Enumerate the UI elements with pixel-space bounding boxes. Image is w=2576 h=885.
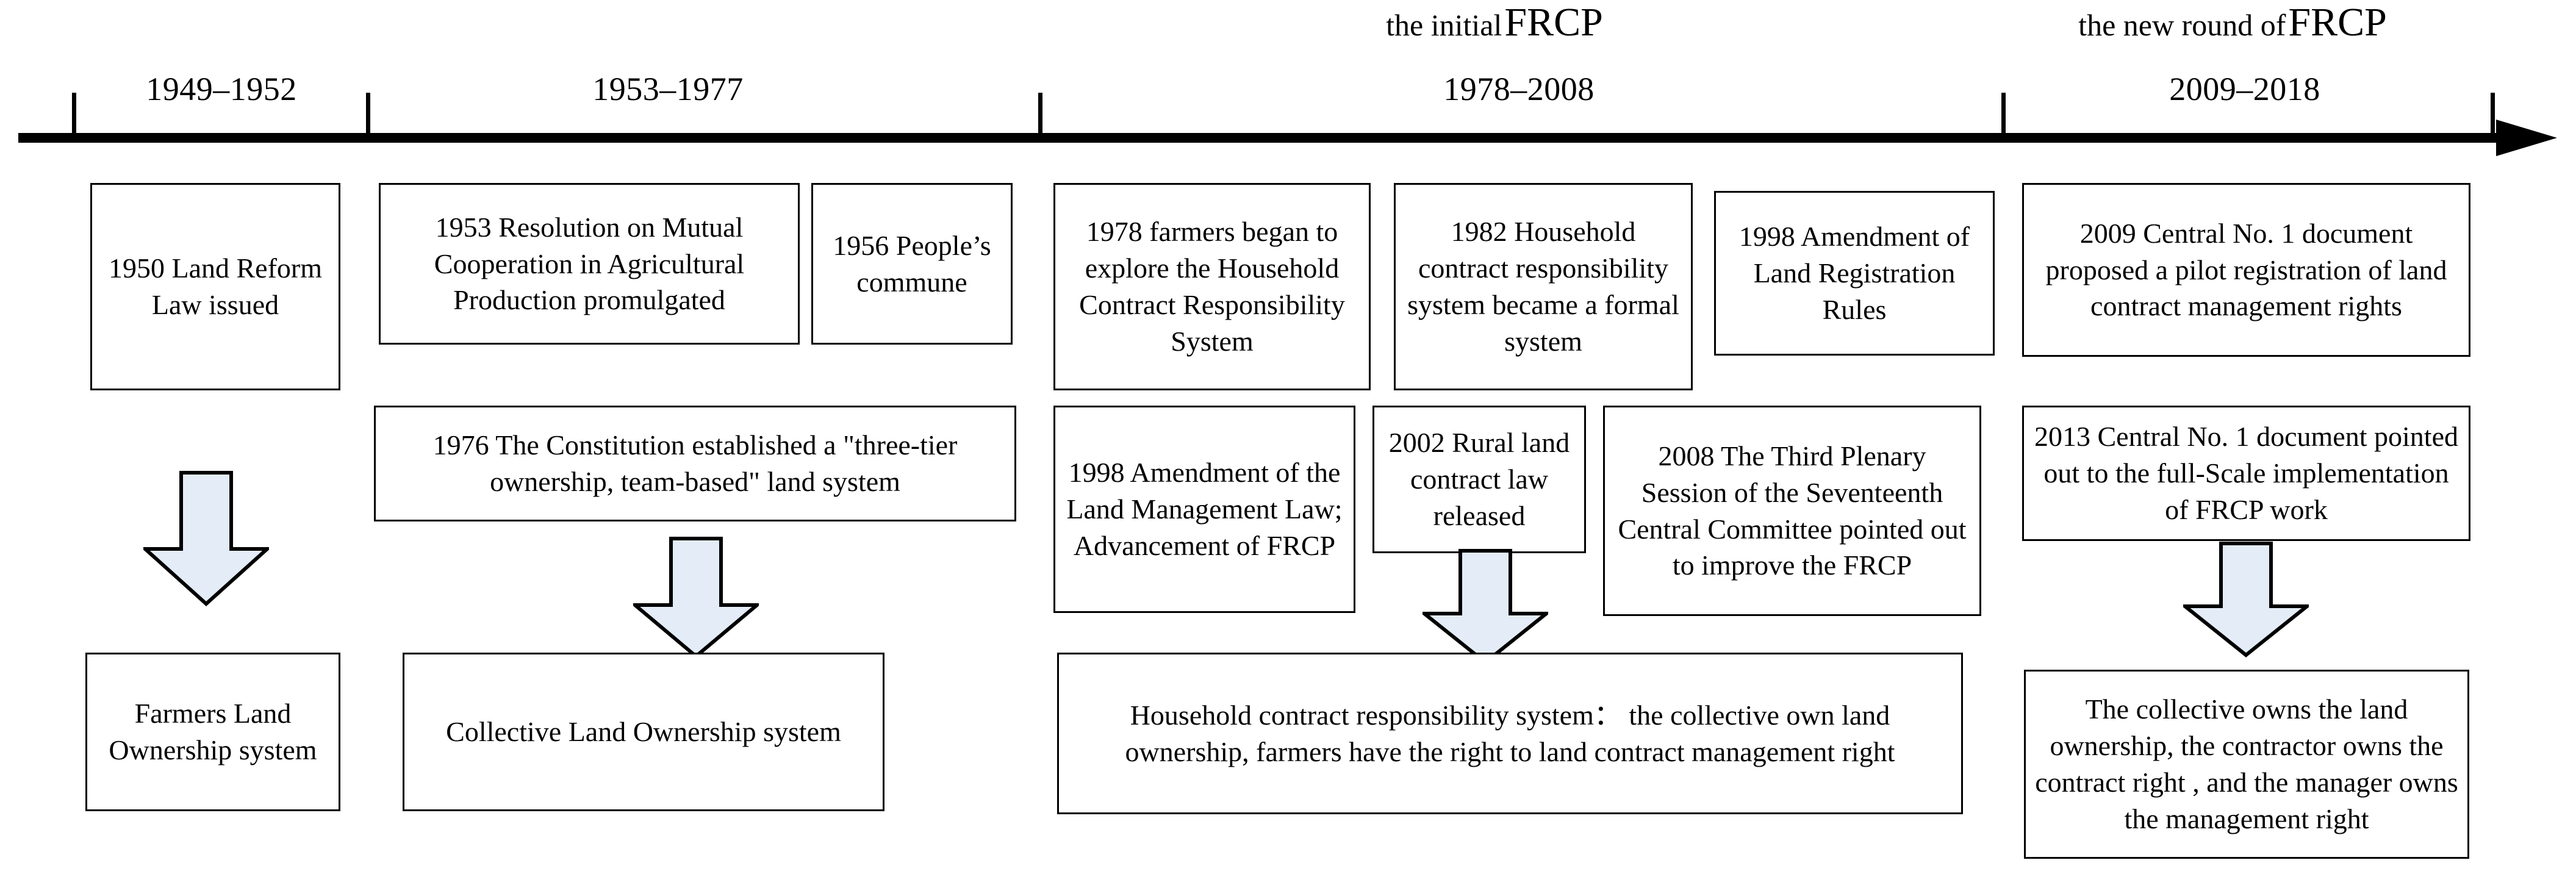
event-box-1998-land-management-law: 1998 Amendment of the Land Management La…: [1053, 406, 1355, 613]
timeline-arrowhead-icon: [2496, 120, 2557, 156]
event-text: 1956 People’s commune: [833, 229, 991, 298]
axis-tick-2: [366, 93, 370, 137]
down-arrow-shape: [1423, 549, 1548, 665]
period-label-1953-1977: 1953–1977: [592, 71, 744, 107]
event-text: 1950 Land Reform Law issued: [108, 253, 323, 320]
period-label-2009-2018: 2009–2018: [2169, 71, 2320, 107]
event-box-1976-constitution: 1976 The Constitution established a "thr…: [374, 406, 1016, 521]
era-label-initial-frcp-prefix: the initial: [1386, 8, 1502, 42]
down-arrow-icon-column3: [1423, 549, 1548, 665]
outcome-text: Collective Land Ownership system: [446, 716, 841, 748]
down-arrow-icon-column4: [2183, 542, 2309, 657]
event-text: 1978 farmers began to explore the Househ…: [1079, 216, 1345, 357]
outcome-text: Farmers Land Ownership system: [109, 698, 317, 765]
event-text: 2009 Central No. 1 document proposed a p…: [2045, 217, 2447, 322]
event-box-1950-land-reform-law: 1950 Land Reform Law issued: [90, 183, 340, 390]
era-label-new-round-frcp-prefix: the new round of: [2078, 8, 2286, 42]
era-label-new-round-frcp: the new round of FRCP: [1995, 2, 2470, 43]
down-arrow-shape: [633, 537, 759, 659]
event-text: 2013 Central No. 1 document pointed out …: [2034, 421, 2458, 525]
axis-tick-4: [2001, 93, 2006, 137]
era-label-initial-frcp: the initial FRCP: [1269, 2, 1720, 43]
event-text: 2002 Rural land contract law released: [1388, 427, 1570, 531]
event-text: 1998 Amendment of the Land Management La…: [1066, 457, 1343, 561]
event-box-2008-third-plenary-session: 2008 The Third Plenary Session of the Se…: [1603, 406, 1981, 616]
event-box-1998-land-registration-rules: 1998 Amendment of Land Registration Rule…: [1714, 191, 1995, 356]
outcome-box-three-rights-separation: The collective owns the land ownership, …: [2024, 670, 2469, 859]
event-box-2002-rural-land-contract-law: 2002 Rural land contract law released: [1372, 406, 1586, 553]
axis-tick-5: [2491, 93, 2495, 137]
event-text: 1982 Household contract responsibility s…: [1407, 216, 1679, 357]
timeline-axis-line: [18, 133, 2507, 143]
event-text: 1953 Resolution on Mutual Cooperation in…: [434, 211, 745, 316]
event-box-1982-household-contract: 1982 Household contract responsibility s…: [1394, 183, 1693, 390]
outcome-box-collective-land-ownership: Collective Land Ownership system: [403, 653, 884, 811]
event-box-2009-central-no1: 2009 Central No. 1 document proposed a p…: [2022, 183, 2470, 357]
outcome-text: Household contract responsibility system…: [1125, 699, 1895, 767]
outcome-box-household-contract-responsibility: Household contract responsibility system…: [1057, 653, 1963, 814]
era-label-new-round-frcp-acronym: FRCP: [2288, 0, 2387, 45]
event-box-1953-resolution: 1953 Resolution on Mutual Cooperation in…: [379, 183, 800, 345]
down-arrow-icon-column2: [633, 537, 759, 659]
outcome-text: The collective owns the land ownership, …: [2035, 693, 2458, 834]
down-arrow-icon-column1: [143, 471, 269, 606]
event-box-1978-farmers-explore: 1978 farmers began to explore the Househ…: [1053, 183, 1371, 390]
down-arrow-shape: [2183, 542, 2309, 657]
event-text: 1998 Amendment of Land Registration Rule…: [1738, 221, 1970, 325]
outcome-box-farmers-land-ownership: Farmers Land Ownership system: [85, 653, 340, 811]
event-text: 2008 The Third Plenary Session of the Se…: [1618, 440, 1967, 581]
down-arrow-shape: [143, 471, 269, 606]
period-label-1949-1952: 1949–1952: [146, 71, 297, 107]
period-label-1978-2008: 1978–2008: [1443, 71, 1595, 107]
era-label-initial-frcp-acronym: FRCP: [1504, 0, 1603, 45]
event-box-2013-central-no1: 2013 Central No. 1 document pointed out …: [2022, 406, 2470, 541]
event-text: 1976 The Constitution established a "thr…: [432, 429, 958, 497]
axis-tick-3: [1038, 93, 1042, 137]
event-box-1956-peoples-commune: 1956 People’s commune: [811, 183, 1013, 345]
axis-tick-1: [72, 93, 76, 137]
